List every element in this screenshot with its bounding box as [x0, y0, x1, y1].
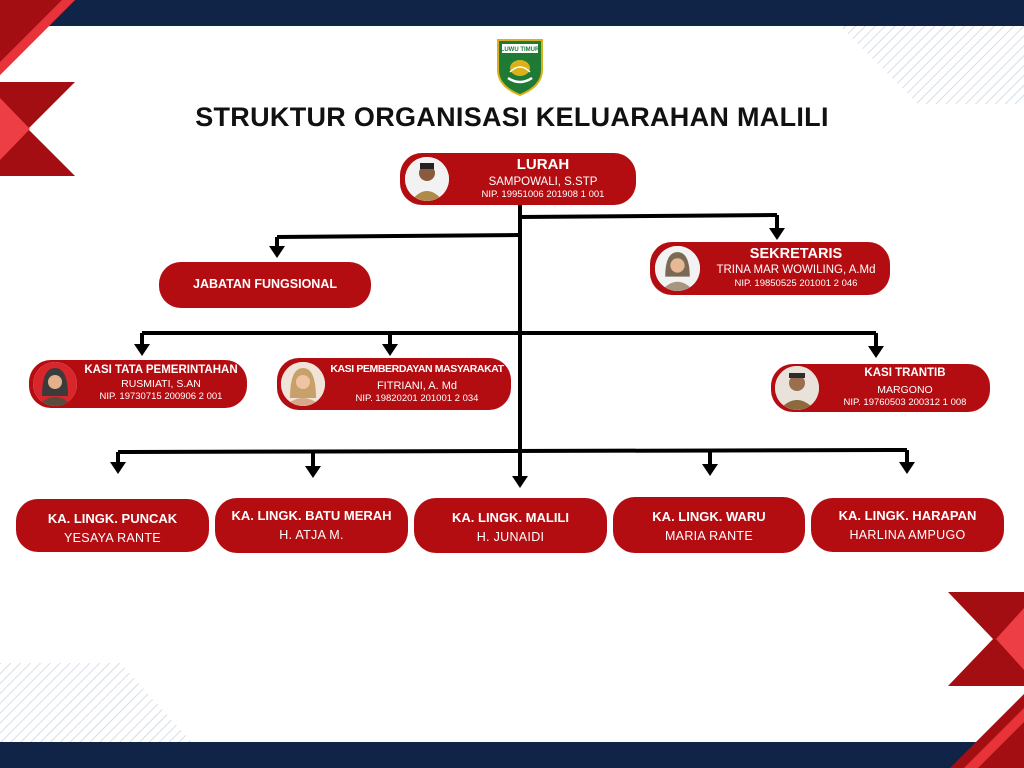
- lingkungan-name: H. ATJA M.: [279, 528, 344, 542]
- lurah-nip: NIP. 19951006 201908 1 001: [481, 189, 605, 200]
- lingkungan-role: KA. LINGK. HARAPAN: [838, 508, 977, 523]
- lurah-node: LURAH SAMPOWALI, S.STP NIP. 19951006 201…: [400, 153, 636, 205]
- kasi-tata-pemerintahan-node: KASI TATA PEMERINTAHAN RUSMIATI, S.AN NI…: [29, 360, 247, 408]
- kasi-2-name: FITRIANI, A. Md: [376, 380, 458, 392]
- avatar: [775, 366, 819, 410]
- sekretaris-nip: NIP. 19850525 201001 2 046: [734, 278, 858, 289]
- regional-emblem-icon: LUWU TIMUR: [497, 39, 543, 96]
- lingkungan-name: H. JUNAIDI: [476, 530, 545, 544]
- kasi-3-role: KASI TRANTIB: [864, 367, 946, 379]
- avatar: [281, 362, 325, 406]
- lingkungan-role: KA. LINGK. WARU: [652, 509, 766, 524]
- sekretaris-role: SEKRETARIS: [749, 246, 843, 262]
- chevron-left-icon: [0, 82, 75, 176]
- page-title: STRUKTUR ORGANISASI KELUARAHAN MALILI: [195, 102, 829, 132]
- kasi-2-role: KASI PEMBERDAYAN MASYARAKAT: [330, 363, 504, 375]
- kasi-3-name: MARGONO: [877, 384, 933, 396]
- emblem-text: LUWU TIMUR: [501, 47, 540, 53]
- corner-stripe-bottom-right: [950, 694, 1024, 768]
- kasi-1-role: KASI TATA PEMERINTAHAN: [84, 364, 238, 376]
- lingkungan-role: KA. LINGK. MALILI: [452, 510, 569, 525]
- top-band: [0, 0, 1024, 26]
- lingkungan-role: KA. LINGK. PUNCAK: [47, 511, 178, 526]
- jabatan-fungsional-node: JABATAN FUNGSIONAL: [159, 262, 371, 308]
- avatar: [33, 362, 77, 406]
- kasi-1-name: RUSMIATI, S.AN: [121, 378, 201, 390]
- kasi-1-nip: NIP. 19730715 200906 2 001: [99, 391, 223, 402]
- lingkungan-name: YESAYA RANTE: [64, 531, 161, 545]
- lurah-role: LURAH: [516, 156, 570, 173]
- bottom-band: [0, 742, 1024, 768]
- lingkungan-node: KA. LINGK. PUNCAK YESAYA RANTE: [16, 499, 209, 552]
- lingkungan-node: KA. LINGK. HARAPAN HARLINA AMPUGO: [811, 498, 1004, 552]
- hatch-pattern-top-right: [840, 26, 1024, 104]
- chevron-right-icon: [948, 592, 1024, 686]
- lingkungan-role: KA. LINGK. BATU MERAH: [231, 508, 392, 523]
- lingkungan-node: KA. LINGK. BATU MERAH H. ATJA M.: [215, 498, 408, 553]
- hatch-pattern-bottom-left: [0, 663, 192, 742]
- sekretaris-node: SEKRETARIS TRINA MAR WOWILING, A.Md NIP.…: [650, 242, 890, 295]
- lingkungan-node: KA. LINGK. WARU MARIA RANTE: [613, 497, 805, 553]
- lingkungan-node: KA. LINGK. MALILI H. JUNAIDI: [414, 498, 607, 553]
- lingkungan-name: HARLINA AMPUGO: [849, 528, 966, 542]
- kasi-pemberdayan-masyarakat-node: KASI PEMBERDAYAN MASYARAKAT FITRIANI, A.…: [277, 358, 511, 410]
- jabatan-fungsional-label: JABATAN FUNGSIONAL: [193, 277, 337, 291]
- kasi-2-nip: NIP. 19820201 201001 2 034: [355, 393, 479, 404]
- kasi-trantib-node: KASI TRANTIB MARGONO NIP. 19760503 20031…: [771, 364, 990, 412]
- avatar: [655, 246, 700, 291]
- sekretaris-name: TRINA MAR WOWILING, A.Md: [716, 264, 876, 276]
- lurah-name: SAMPOWALI, S.STP: [488, 176, 598, 188]
- kasi-3-nip: NIP. 19760503 200312 1 008: [843, 397, 967, 408]
- lingkungan-name: MARIA RANTE: [664, 529, 754, 543]
- avatar: [405, 157, 449, 201]
